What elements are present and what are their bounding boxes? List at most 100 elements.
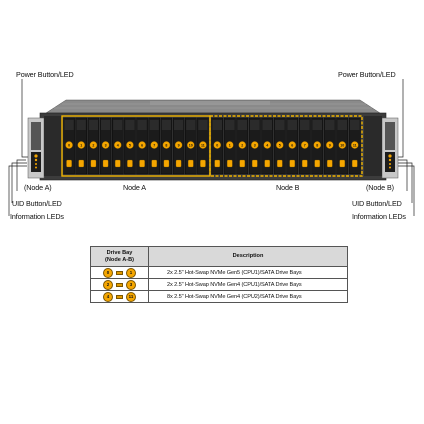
drive-latch-icon[interactable] <box>325 141 334 149</box>
drive-latch-icon[interactable] <box>275 141 284 149</box>
drive-latch-icon[interactable] <box>250 141 259 149</box>
drive-release-tab-icon[interactable] <box>163 159 170 168</box>
drive-release-tab-icon[interactable] <box>214 159 220 168</box>
drive-bay[interactable]: 7 <box>148 117 160 175</box>
drive-latch-icon[interactable] <box>350 141 359 149</box>
drive-bay[interactable]: 1 <box>75 117 87 175</box>
drive-bay[interactable]: 10 <box>336 117 349 175</box>
drive-bay[interactable]: 0 <box>63 117 75 175</box>
drive-latch-icon[interactable] <box>313 141 321 149</box>
drive-bay-number: 3 <box>254 143 256 147</box>
node-a-center-label: Node A <box>123 183 146 192</box>
bay-number-chip: 1 <box>126 267 136 278</box>
drive-bay[interactable]: 0 <box>211 117 224 175</box>
drive-bay[interactable]: 4 <box>112 117 124 175</box>
drive-release-tab-icon[interactable] <box>102 159 109 168</box>
drive-bay-number: 0 <box>216 143 218 147</box>
information-leds-label-right: Information LEDs <box>352 212 406 221</box>
drive-latch-icon[interactable] <box>101 141 110 149</box>
drive-release-tab-icon[interactable] <box>187 159 194 168</box>
drive-bay[interactable]: 9 <box>172 117 185 175</box>
left-control-panel <box>31 152 41 172</box>
drive-bay[interactable]: 2 <box>87 117 100 175</box>
drive-latch-icon[interactable] <box>186 141 195 149</box>
right-control-panel <box>385 152 395 172</box>
drive-latch-icon[interactable] <box>89 141 98 149</box>
drive-bay-number: 11 <box>201 143 205 147</box>
drive-bay[interactable]: 2 <box>236 117 249 175</box>
drive-release-tab-icon[interactable] <box>139 159 145 168</box>
drive-bay[interactable]: 11 <box>197 117 209 175</box>
drive-bay[interactable]: 11 <box>348 117 361 175</box>
drive-release-tab-icon[interactable] <box>339 159 345 168</box>
drive-bay-number: 7 <box>153 143 155 147</box>
drive-release-tab-icon[interactable] <box>151 159 157 168</box>
drive-bay-number: 1 <box>80 143 82 147</box>
power-button-icon[interactable] <box>388 154 392 158</box>
drive-release-tab-icon[interactable] <box>200 159 206 168</box>
drive-bay[interactable]: 8 <box>160 117 173 175</box>
drive-bay[interactable]: 10 <box>185 117 197 175</box>
drive-release-tab-icon[interactable] <box>251 159 258 168</box>
drive-bay-number: 4 <box>117 143 119 147</box>
drive-latch-icon[interactable] <box>199 141 207 149</box>
power-button-icon[interactable] <box>34 154 38 158</box>
drive-release-tab-icon[interactable] <box>264 159 270 168</box>
drive-bay-number: 2 <box>241 143 243 147</box>
drive-latch-icon[interactable] <box>138 141 146 149</box>
drive-latch-icon[interactable] <box>213 141 221 149</box>
drive-release-tab-icon[interactable] <box>314 159 320 168</box>
drive-latch-icon[interactable] <box>150 141 158 149</box>
drive-release-tab-icon[interactable] <box>175 159 182 168</box>
drive-release-tab-icon[interactable] <box>78 159 85 168</box>
uid-button-icon[interactable] <box>388 158 392 162</box>
uid-button-label-right: UID Button/LED <box>352 199 402 208</box>
drive-release-tab-icon[interactable] <box>301 159 308 168</box>
drive-latch-icon[interactable] <box>126 141 134 149</box>
node-a-side-label: (Node A) <box>24 183 52 192</box>
drive-latch-icon[interactable] <box>300 141 309 149</box>
drive-bay-number: 0 <box>68 143 70 147</box>
drive-release-tab-icon[interactable] <box>239 159 245 168</box>
drive-latch-icon[interactable] <box>114 141 122 149</box>
drive-latch-icon[interactable] <box>65 141 73 149</box>
drive-bay-number: 3 <box>105 143 107 147</box>
legend-header-description: Description <box>148 246 348 267</box>
drive-latch-icon[interactable] <box>77 141 86 149</box>
range-dash-icon <box>116 270 123 275</box>
information-leds-label-left: Information LEDs <box>10 212 64 221</box>
drive-bay[interactable]: 5 <box>124 117 136 175</box>
drive-bay[interactable]: 6 <box>286 117 299 175</box>
drive-latch-icon[interactable] <box>238 141 246 149</box>
drive-release-tab-icon[interactable] <box>127 159 133 168</box>
drive-release-tab-icon[interactable] <box>226 159 233 168</box>
drive-latch-icon[interactable] <box>174 141 183 149</box>
drive-bay[interactable]: 3 <box>248 117 261 175</box>
drive-latch-icon[interactable] <box>263 141 271 149</box>
drive-bay[interactable]: 3 <box>99 117 112 175</box>
drive-release-tab-icon[interactable] <box>66 159 72 168</box>
drive-latch-icon[interactable] <box>338 141 346 149</box>
drive-latch-icon[interactable] <box>162 141 171 149</box>
drive-release-tab-icon[interactable] <box>90 159 97 168</box>
drive-bay-number: 6 <box>141 143 143 147</box>
drive-release-tab-icon[interactable] <box>326 159 333 168</box>
drive-bay[interactable]: 5 <box>273 117 286 175</box>
power-button-label-right: Power Button/LED <box>338 70 396 79</box>
drive-bay[interactable]: 6 <box>136 117 148 175</box>
drive-release-tab-icon[interactable] <box>115 159 121 168</box>
drive-release-tab-icon[interactable] <box>351 159 358 168</box>
node-b-frame <box>209 115 363 177</box>
drive-release-tab-icon[interactable] <box>289 159 295 168</box>
drive-latch-icon[interactable] <box>225 141 234 149</box>
uid-button-icon[interactable] <box>34 158 38 162</box>
drive-latch-icon[interactable] <box>288 141 296 149</box>
drive-bay[interactable]: 4 <box>261 117 274 175</box>
drive-bay[interactable]: 7 <box>298 117 311 175</box>
drive-bay[interactable]: 8 <box>311 117 324 175</box>
drive-release-tab-icon[interactable] <box>276 159 283 168</box>
drive-bay[interactable]: 1 <box>223 117 236 175</box>
drive-bay[interactable]: 9 <box>323 117 336 175</box>
bay-number-chip: 0 <box>103 267 113 278</box>
